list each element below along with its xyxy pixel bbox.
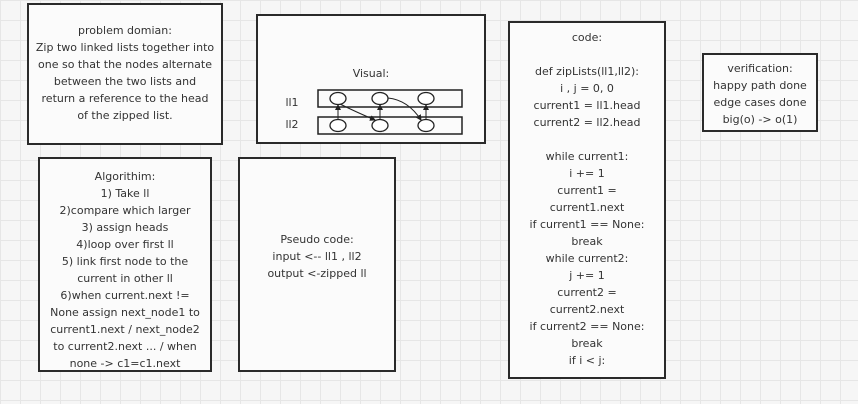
code-line: current1.next	[549, 201, 625, 214]
algorithm-line: 3) assign heads	[81, 221, 169, 234]
code-line	[512, 131, 662, 148]
pseudo-code-text: Pseudo code: input <-- ll1 , ll2 output …	[242, 231, 392, 282]
algorithm-line: current1.next / next_node2	[50, 323, 200, 336]
verification-line: edge cases done	[713, 96, 807, 109]
list1-node	[371, 91, 389, 106]
problem-domain-text: problem domian: Zip two linked lists tog…	[32, 22, 218, 124]
linked-list-diagram: Visual: ll1 ll2	[285, 67, 463, 135]
algorithm-line: none -> c1=c1.next	[69, 357, 181, 370]
problem-line: between the two lists and	[53, 75, 197, 88]
list2-node	[329, 118, 347, 133]
code-box[interactable]: code: def zipLists(ll1,ll2): i , j = 0, …	[508, 21, 666, 379]
verification-line: big(o) -> o(1)	[722, 113, 798, 126]
code-line: break	[571, 337, 603, 350]
problem-line: problem domian:	[78, 24, 172, 37]
pseudo-code-box[interactable]: Pseudo code: input <-- ll1 , ll2 output …	[238, 157, 396, 372]
problem-domain-box[interactable]: problem domian: Zip two linked lists tog…	[27, 3, 223, 145]
visual-title: Visual:	[353, 67, 390, 80]
code-line: i += 1	[569, 167, 605, 180]
algorithm-line: to current2.next ... / when	[53, 340, 197, 353]
pseudo-line: Pseudo code:	[280, 233, 354, 246]
algorithm-line: 1) Take ll	[100, 187, 150, 200]
code-line: while current1:	[545, 150, 629, 163]
list2-node	[371, 118, 389, 133]
list1-label: ll1	[285, 96, 298, 109]
code-line: def zipLists(ll1,ll2):	[535, 65, 639, 78]
code-text: code: def zipLists(ll1,ll2): i , j = 0, …	[512, 29, 662, 379]
list1-container	[317, 89, 463, 108]
list1-node	[417, 91, 435, 106]
code-line	[512, 46, 662, 63]
algorithm-line: Algorithim:	[94, 170, 156, 183]
algorithm-line: None assign next_node1 to	[50, 306, 200, 319]
algorithm-line: 5) link first node to the	[61, 255, 189, 268]
zip-arrow	[339, 103, 376, 121]
algorithm-text: Algorithim: 1) Take ll 2)compare which l…	[42, 168, 208, 370]
algorithm-line: 6)when current.next !=	[60, 289, 190, 302]
verification-text: verification: happy path done edge cases…	[706, 60, 814, 128]
algorithm-box[interactable]: Algorithim: 1) Take ll 2)compare which l…	[38, 157, 212, 372]
algorithm-line: current in other ll	[77, 272, 173, 285]
code-line: current1 = ll1.head	[533, 99, 641, 112]
problem-line: one so that the nodes alternate	[38, 58, 212, 71]
code-line: current2.next	[549, 303, 625, 316]
code-line: current2 =	[557, 286, 617, 299]
verification-box[interactable]: verification: happy path done edge cases…	[702, 53, 818, 132]
code-line: code:	[571, 31, 603, 44]
algorithm-line: 2)compare which larger	[59, 204, 191, 217]
list2-label: ll2	[285, 118, 298, 131]
verification-line: happy path done	[713, 79, 807, 92]
zip-arrow	[387, 97, 422, 121]
list2-container	[317, 116, 463, 135]
list2-node	[417, 118, 435, 133]
code-line: if current2 == None:	[529, 320, 645, 333]
list1-node	[329, 91, 347, 106]
code-line: . .	[581, 371, 593, 379]
problem-line: return a reference to the head	[41, 92, 209, 105]
code-line: current1 =	[557, 184, 617, 197]
verification-line: verification:	[727, 62, 793, 75]
algorithm-line: 4)loop over first ll	[76, 238, 174, 251]
code-line: while current2:	[545, 252, 629, 265]
pseudo-line: output <-zipped ll	[267, 267, 367, 280]
code-line: i , j = 0, 0	[560, 82, 614, 95]
code-line: current2 = ll2.head	[533, 116, 641, 129]
code-line: break	[571, 235, 603, 248]
problem-line: of the zipped list.	[77, 109, 173, 122]
problem-line: Zip two linked lists together into	[35, 41, 215, 54]
code-line: if i < j:	[568, 354, 606, 367]
code-line: j += 1	[569, 269, 605, 282]
pseudo-line: input <-- ll1 , ll2	[272, 250, 362, 263]
code-line: if current1 == None:	[529, 218, 645, 231]
visual-box[interactable]: Visual: ll1 ll2	[256, 14, 486, 144]
